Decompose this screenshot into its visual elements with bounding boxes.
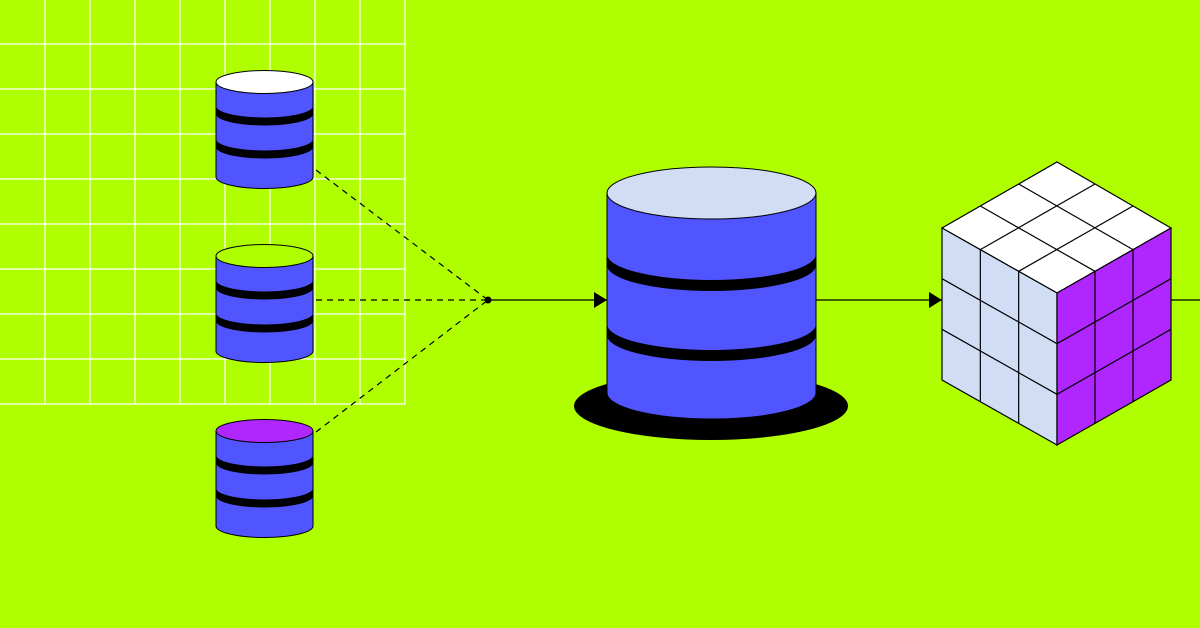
source-databases <box>215 70 314 538</box>
cube-grid-line <box>1056 278 1172 345</box>
cube-grid-line <box>1056 328 1172 395</box>
cylinder-band <box>607 254 816 292</box>
arrowhead-icon <box>594 292 607 308</box>
cylinder-band <box>216 455 313 475</box>
dashed-connector <box>315 169 489 301</box>
cube-grid-line <box>980 183 1096 251</box>
cylinder-top <box>215 70 314 94</box>
cube-grid-line <box>1018 183 1134 251</box>
cylinder-band <box>216 313 313 333</box>
cylinder-top <box>606 166 817 220</box>
cylinder-band <box>216 488 313 508</box>
cylinder-top <box>215 244 314 268</box>
cube-grid-line <box>1018 205 1134 272</box>
cylinder-band <box>607 324 816 361</box>
cylinder-band <box>216 139 313 159</box>
database-icon <box>215 244 314 363</box>
olap-cube-icon <box>940 161 1173 447</box>
cylinder-body <box>215 255 314 363</box>
cylinder-band <box>216 280 313 300</box>
cube-grid-line <box>941 278 1058 345</box>
cylinder-body <box>215 430 314 538</box>
cylinder-band <box>216 106 313 126</box>
cylinder-body <box>215 81 314 189</box>
database-icon <box>215 70 314 189</box>
cube-grid-line <box>941 328 1058 395</box>
dashed-connector <box>315 299 489 433</box>
connectors <box>315 169 1200 433</box>
cylinder-top <box>215 419 314 443</box>
cylinder-body <box>606 192 817 420</box>
database-icon <box>215 419 314 538</box>
database-icon <box>606 166 817 420</box>
arrowhead-icon <box>929 292 942 308</box>
warehouse-database <box>574 166 848 440</box>
cube-grid-line <box>980 205 1096 272</box>
